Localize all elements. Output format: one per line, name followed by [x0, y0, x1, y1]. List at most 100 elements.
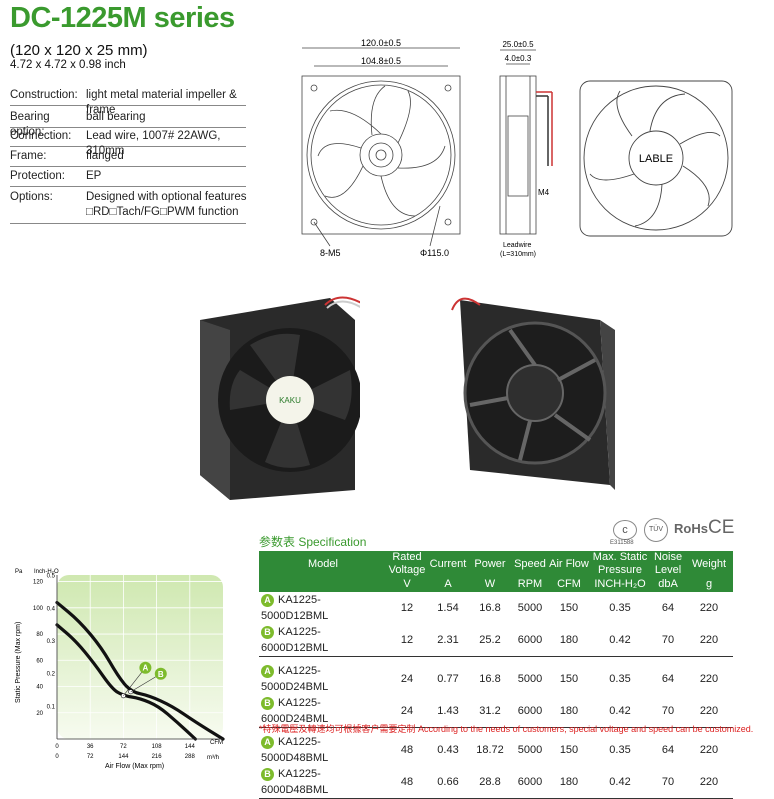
unit-airflow: CFM: [549, 577, 589, 592]
cell-cfm: 150: [559, 602, 579, 614]
options-line1: Designed with optional features: [86, 191, 247, 203]
dim-outer-label: 120.0±0.5: [361, 38, 401, 48]
cell-a: 0.66: [427, 766, 469, 799]
cell-a: 1.54: [437, 602, 459, 614]
cell-p: 0.42: [589, 624, 651, 657]
cell-p: 0.35: [609, 744, 631, 756]
table-unit-row: V A W RPM CFM INCH-H₂O dbA g: [259, 577, 733, 592]
cell-v: 12: [387, 624, 427, 657]
cell-rpm: 5000: [517, 744, 543, 756]
cell-rpm: 5000: [517, 673, 543, 685]
col-weight: Weight: [685, 551, 733, 577]
series-name-b: B: [158, 670, 164, 679]
cell-dba: 70: [651, 695, 685, 728]
curve-badge-icon: B: [261, 767, 274, 781]
technical-drawing: 120.0±0.5 104.8±0.5 8-M5 Φ115.0 25.0±0.5…: [301, 38, 733, 258]
unit-power: W: [469, 577, 511, 592]
cell-w: 16.8: [479, 673, 501, 685]
cell-cfm: 150: [559, 744, 579, 756]
col-airflow: Air Flow: [549, 551, 589, 577]
cell-p: 0.35: [609, 673, 631, 685]
col-voltage: Rated Voltage: [387, 551, 427, 577]
model-name: KA1225-6000D24BML: [261, 697, 329, 725]
series-name-a: A: [143, 664, 149, 673]
model-name: KA1225-5000D24BML: [261, 665, 329, 693]
y-tick-label-pa: 20: [36, 711, 43, 717]
spec-key: Connection:: [10, 130, 72, 142]
spec-key: Frame:: [10, 150, 47, 162]
cell-cfm: 180: [549, 695, 589, 728]
back-label: LABLE: [639, 153, 673, 165]
cell-v: 24: [400, 673, 414, 685]
cell-g: 220: [699, 673, 719, 685]
x-tick-label-m3h: 0: [55, 754, 59, 760]
cell-a: 2.31: [427, 624, 469, 657]
spec-row-options: Options: Designed with optional features…: [10, 190, 246, 224]
cell-a: 0.77: [437, 673, 459, 685]
cell-w: 31.2: [469, 695, 511, 728]
dim-flange-label: 4.0±0.3: [505, 54, 532, 63]
y-left-title: Pa: [15, 569, 23, 575]
axes: 204060801001200.10.20.30.40.500367272144…: [33, 574, 223, 760]
spec-key: Options:: [10, 191, 53, 203]
spec-value: Designed with optional features □RD□Tach…: [86, 190, 248, 220]
cell-g: 220: [685, 766, 733, 799]
cell-w: 28.8: [469, 766, 511, 799]
y-tick-label-pa: 40: [36, 685, 43, 691]
cell-w: 18.72: [476, 744, 504, 756]
cell-rpm: 5000: [517, 602, 543, 614]
cell-p: 0.42: [589, 695, 651, 728]
cell-dba: 64: [661, 744, 675, 756]
x-tick-label-cfm: 144: [185, 744, 196, 750]
x-tick-label-m3h: 216: [152, 754, 163, 760]
spec-row-frame: Frame: flanged: [10, 149, 246, 167]
y-tick-label-inch: 0.5: [47, 574, 56, 580]
model-name: KA1225-5000D48BML: [261, 736, 329, 764]
curve-badge-icon: B: [261, 625, 274, 639]
y-tick-label-pa: 100: [33, 606, 44, 612]
series-line-b: [55, 600, 225, 741]
x-tick-label-m3h: 288: [185, 754, 196, 760]
x-tick-label-m3h: 72: [87, 754, 94, 760]
cell-dba: 70: [651, 766, 685, 799]
x-tick-label-cfm: 0: [55, 744, 59, 750]
plot-area: [57, 575, 223, 739]
cell-w: 25.2: [469, 624, 511, 657]
cell-cfm: 150: [559, 673, 579, 685]
spec-value: EP: [86, 170, 102, 182]
cell-v: 48: [387, 766, 427, 799]
leadwire-label: Leadwire: [503, 242, 532, 249]
footnote: *特殊電壓及轉速均可根據客户需要定制 According to the need…: [259, 724, 754, 734]
series-line-a: [55, 623, 197, 741]
model-name: KA1225-5000D12BML: [261, 594, 329, 622]
spec-row-bearing: Bearing option: ball bearing: [10, 110, 246, 138]
dim-inner-label: 104.8±0.5: [361, 56, 401, 66]
unit-noise: dbA: [651, 577, 685, 592]
options-line2: □RD□Tach/FG□PWM function: [86, 206, 239, 218]
cell-v: 48: [400, 744, 414, 756]
y-tick-label-inch: 0.3: [47, 639, 56, 645]
rohs-mark: RoHs: [674, 521, 708, 536]
y-axis-label: Static Pressure (Max rpm): [15, 622, 22, 703]
model-name: KA1225-6000D12BML: [261, 626, 329, 654]
cell-rpm: 6000: [511, 695, 549, 728]
cell-g: 220: [699, 744, 719, 756]
ul-number: E311588: [610, 540, 634, 546]
cell-g: 220: [685, 624, 733, 657]
curve-badge-icon: B: [261, 696, 274, 710]
cell-p: 0.35: [609, 602, 631, 614]
y-tick-label-pa: 80: [36, 632, 43, 638]
cell-v: 12: [400, 602, 414, 614]
x-tick-label-cfm: 108: [152, 744, 163, 750]
spec-value: light metal material impeller & frame: [86, 89, 237, 116]
col-power: Power: [469, 551, 511, 577]
x-axis-label: Air Flow (Max rpm): [105, 763, 164, 770]
